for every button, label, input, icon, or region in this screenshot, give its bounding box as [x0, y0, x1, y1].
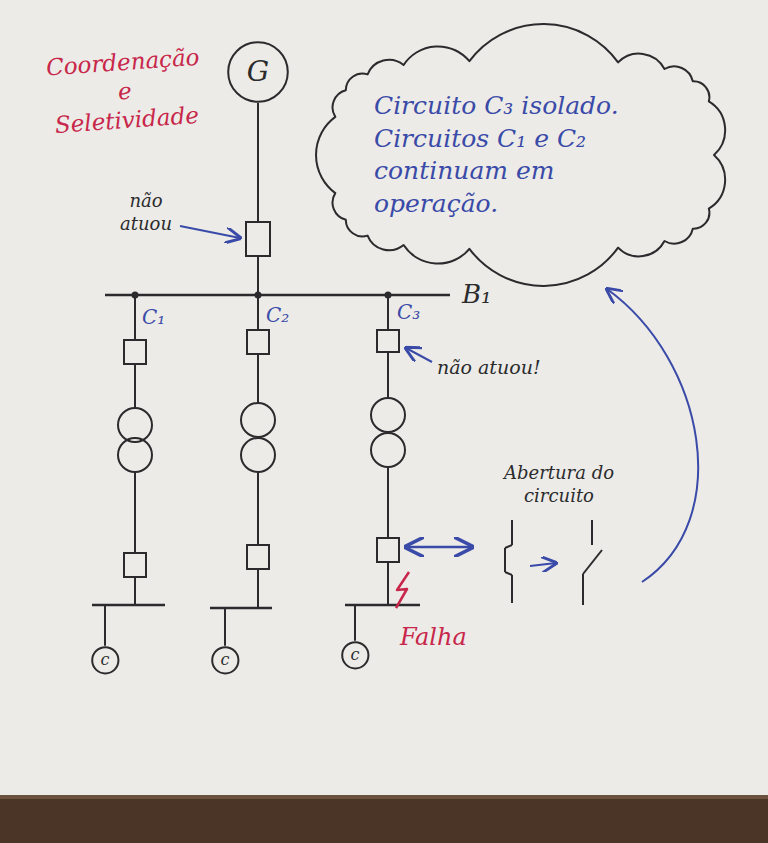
bus-dot — [132, 292, 139, 299]
circuit-label: C₂ — [266, 303, 289, 328]
node-text: c — [221, 650, 230, 671]
transformer-fill — [371, 433, 405, 467]
status-note: não atuou! — [437, 356, 541, 380]
curved-arrow — [607, 289, 698, 582]
load-circle: c — [341, 641, 370, 670]
transformer-fill — [118, 438, 152, 472]
bus-dot — [255, 292, 262, 299]
breaker-symbol — [377, 330, 399, 352]
fault-label: Falha — [400, 622, 467, 652]
fault-mark — [396, 572, 409, 608]
bus-dot — [385, 292, 392, 299]
circle-outline — [228, 42, 288, 102]
breaker-symbol — [124, 340, 146, 364]
transformer-symbol — [371, 398, 405, 432]
transition-arrow — [530, 563, 556, 566]
table-edge — [0, 795, 768, 843]
breaker-symbol — [247, 545, 269, 569]
transformer-symbol — [371, 433, 405, 467]
node-text: G — [247, 54, 269, 90]
bus-bar — [105, 294, 450, 297]
load-bus — [210, 607, 272, 610]
action-note: Abertura do circuito — [500, 462, 618, 507]
cloud-outline — [318, 45, 730, 265]
circuit-label: C₃ — [397, 300, 420, 325]
load-circle: c — [91, 646, 120, 675]
transformer-fill — [241, 438, 275, 472]
breaker-symbol — [377, 538, 399, 562]
generator-circle: G — [227, 41, 289, 103]
breakers — [124, 222, 399, 577]
circle-outline — [212, 647, 238, 673]
note-cloud: Circuito C₃ isolado. Circuitos C₁ e C₂ c… — [318, 45, 730, 265]
breaker-symbol — [124, 553, 146, 577]
node-text: c — [351, 645, 360, 666]
node-text: c — [101, 650, 110, 671]
status-note: não atuou — [120, 190, 172, 235]
transformer-symbol — [241, 403, 275, 437]
cloud-text: Circuito C₃ isolado. Circuitos C₁ e C₂ c… — [374, 90, 674, 220]
load-bus — [92, 604, 165, 607]
transformer-fill — [118, 408, 152, 442]
open-switch-symbol — [583, 520, 602, 605]
transformer-fill — [371, 398, 405, 432]
circle-outline — [92, 647, 118, 673]
closed-switch-symbol — [505, 520, 512, 603]
transformers — [118, 398, 405, 472]
transformer-symbol — [241, 438, 275, 472]
transformer-symbol — [118, 438, 152, 472]
breaker-symbol — [247, 330, 269, 354]
transformer-fill — [241, 403, 275, 437]
table-edge — [0, 795, 768, 799]
circle-outline — [342, 642, 368, 668]
circuit-label: C₁ — [142, 305, 165, 330]
leader-arrow — [180, 226, 240, 238]
bus-label: B₁ — [462, 278, 492, 311]
double-arrow — [406, 546, 472, 549]
load-circle: c — [211, 646, 240, 675]
feeder-line — [105, 103, 258, 646]
breaker-symbol — [246, 222, 270, 256]
load-bus — [345, 604, 420, 607]
cloud-outline — [316, 24, 725, 286]
title-text: Coordenação e Seletividade — [45, 43, 204, 140]
transformer-symbol — [118, 408, 152, 442]
leader-arrow — [406, 348, 432, 362]
